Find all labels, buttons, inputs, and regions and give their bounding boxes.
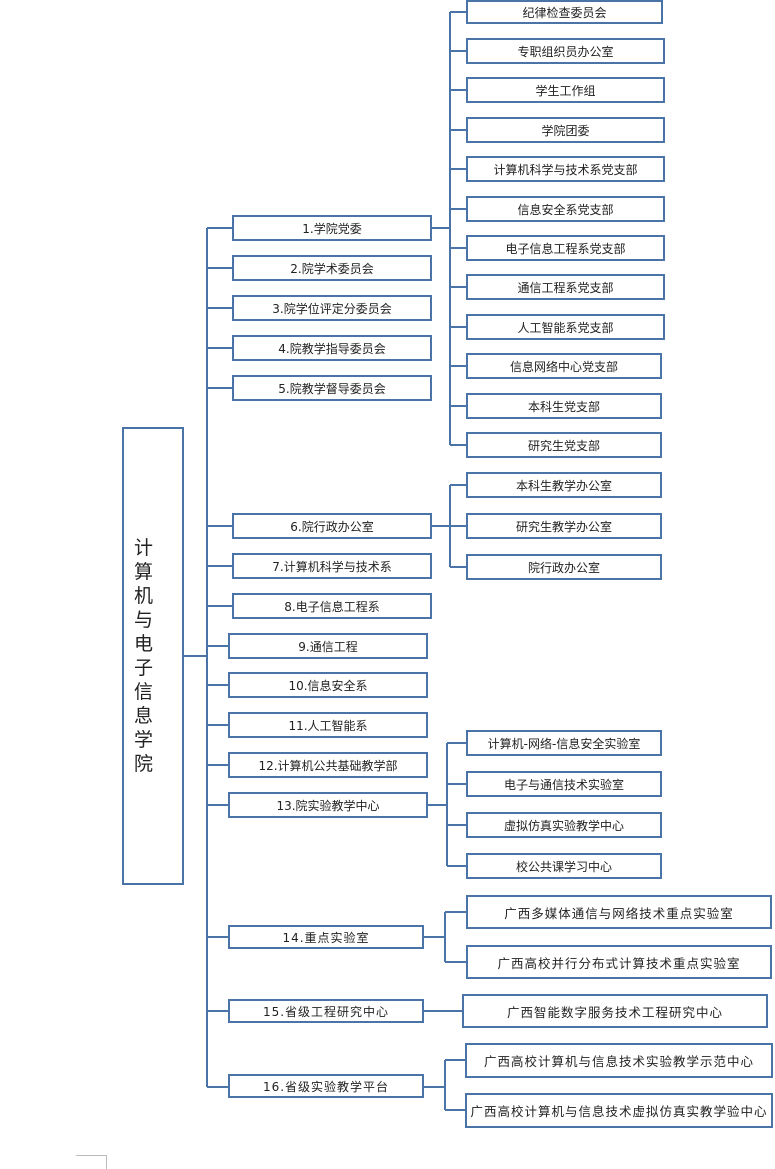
node-teaching-supervision: 5.院教学督导委员会 [232,375,432,401]
admin-unit: 院行政办公室 [466,554,662,580]
lab-unit: 电子与通信技术实验室 [466,771,662,797]
party-unit: 计算机科学与技术系党支部 [466,156,665,182]
key-lab: 广西高校并行分布式计算技术重点实验室 [466,945,772,979]
party-unit: 学院团委 [466,117,665,143]
key-lab: 广西多媒体通信与网络技术重点实验室 [466,895,772,929]
lab-unit: 校公共课学习中心 [466,853,662,879]
node-computing-basics: 12.计算机公共基础教学部 [228,752,428,778]
party-unit: 专职组织员办公室 [466,38,665,64]
node-info-security: 10.信息安全系 [228,672,428,698]
page-corner-mark [76,1155,107,1169]
admin-unit: 本科生教学办公室 [466,472,662,498]
node-engineering-centers: 15.省级工程研究中心 [228,999,424,1023]
node-degree-committee: 3.院学位评定分委员会 [232,295,432,321]
lab-unit: 虚拟仿真实验教学中心 [466,812,662,838]
party-unit: 信息网络中心党支部 [466,353,662,379]
node-key-labs: 14.重点实验室 [228,925,424,949]
party-unit: 纪律检查委员会 [466,0,663,24]
node-ai-department: 11.人工智能系 [228,712,428,738]
node-experiment-center: 13.院实验教学中心 [228,792,428,818]
party-unit: 通信工程系党支部 [466,274,665,300]
party-unit: 本科生党支部 [466,393,662,419]
node-academic-committee: 2.院学术委员会 [232,255,432,281]
node-teaching-platforms: 16.省级实验教学平台 [228,1074,424,1098]
party-unit: 信息安全系党支部 [466,196,665,222]
node-ee-department: 8.电子信息工程系 [232,593,432,619]
party-unit: 学生工作组 [466,77,665,103]
lab-unit: 计算机-网络-信息安全实验室 [466,730,662,756]
node-party-committee: 1.学院党委 [232,215,432,241]
node-cs-department: 7.计算机科学与技术系 [232,553,432,579]
party-unit: 研究生党支部 [466,432,662,458]
teaching-platform: 广西高校计算机与信息技术虚拟仿真实教学验中心 [465,1093,773,1128]
node-teaching-guidance: 4.院教学指导委员会 [232,335,432,361]
party-unit: 人工智能系党支部 [466,314,665,340]
node-admin-office: 6.院行政办公室 [232,513,432,539]
node-comm-engineering: 9.通信工程 [228,633,428,659]
party-unit: 电子信息工程系党支部 [466,235,665,261]
root-node: 计算机与电子信息学院 [122,427,184,885]
admin-unit: 研究生教学办公室 [466,513,662,539]
teaching-platform: 广西高校计算机与信息技术实验教学示范中心 [465,1043,773,1078]
root-label: 计算机与电子信息学院 [134,537,157,775]
engineering-center: 广西智能数字服务技术工程研究中心 [462,994,768,1028]
